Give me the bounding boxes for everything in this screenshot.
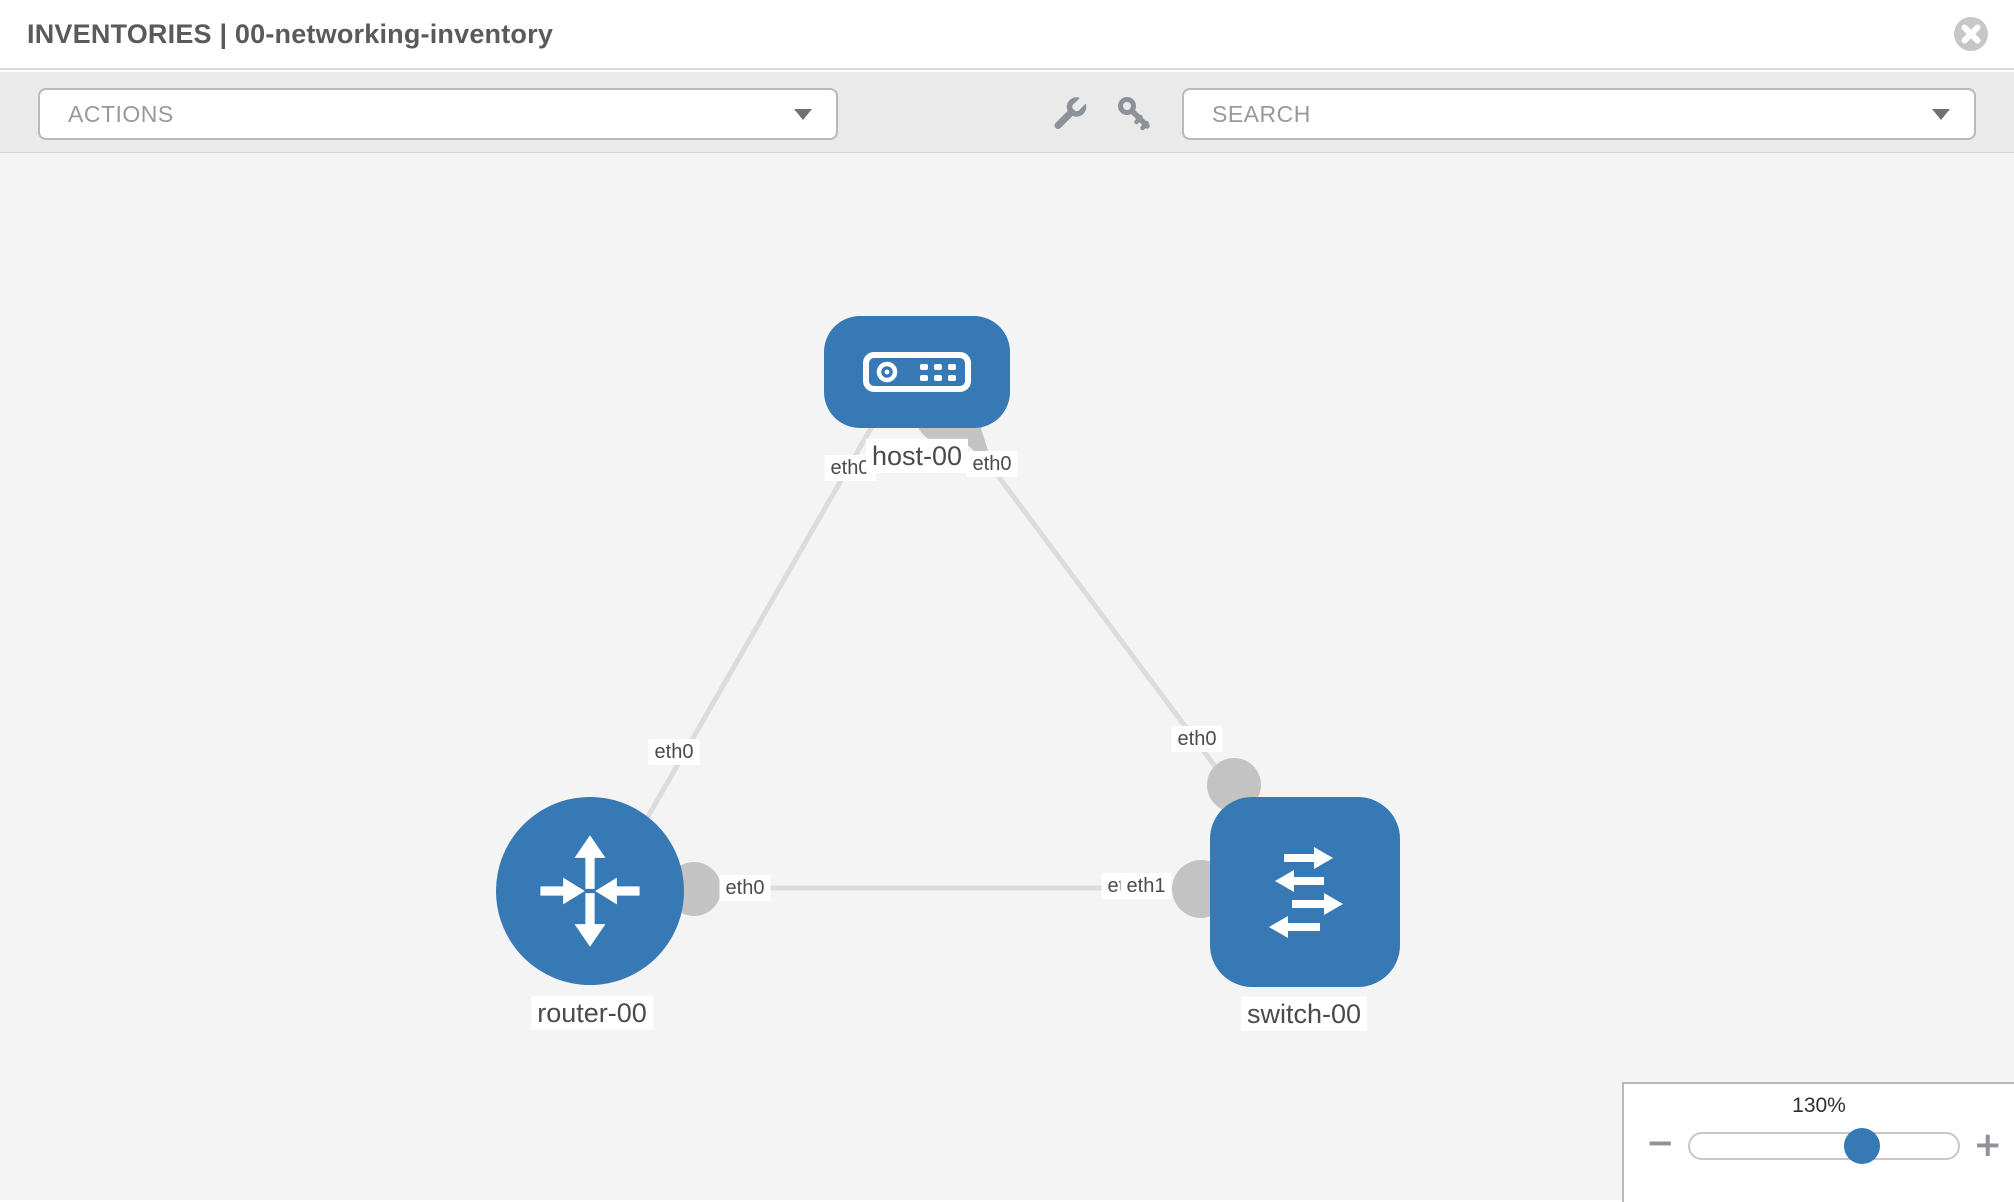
node-label-host: host-00: [865, 438, 969, 474]
node-router-00[interactable]: [496, 797, 684, 985]
zoom-panel: 130% − +: [1622, 1082, 2014, 1202]
zoom-out-button[interactable]: −: [1646, 1123, 1675, 1163]
interface-label-host-left: eth0: [824, 455, 876, 481]
host-icon: [863, 352, 971, 392]
search-placeholder: SEARCH: [1212, 100, 1311, 127]
interface-label-host-switch: eth0: [1171, 726, 1223, 752]
chevron-down-icon: [1932, 108, 1950, 120]
interface-label-host-router: eth0: [648, 739, 700, 765]
interface-label-switch-top: eth1: [1120, 873, 1172, 899]
chevron-down-icon: [794, 108, 812, 120]
close-button[interactable]: [1953, 16, 1989, 52]
node-switch-00[interactable]: [1210, 797, 1400, 987]
configure-button[interactable]: [1052, 95, 1088, 132]
page-title: INVENTORIES | 00-networking-inventory: [27, 19, 554, 49]
search-dropdown[interactable]: SEARCH: [1182, 88, 1976, 140]
zoom-in-button[interactable]: +: [1973, 1125, 2003, 1165]
zoom-slider-thumb[interactable]: [1844, 1128, 1880, 1164]
actions-dropdown-label: ACTIONS: [68, 100, 174, 127]
interface-label-router-right: eth0: [719, 875, 771, 901]
node-label-switch: switch-00: [1240, 996, 1368, 1032]
header: INVENTORIES | 00-networking-inventory: [0, 0, 2014, 70]
node-label-router: router-00: [531, 995, 653, 1031]
topology-canvas[interactable]: host-00 router-00 switch-00 eth0 eth0 et…: [0, 153, 2014, 1202]
node-host-00[interactable]: [824, 316, 1010, 428]
close-icon: [1954, 17, 1988, 51]
zoom-slider-track[interactable]: [1688, 1128, 1960, 1164]
key-icon: [1118, 97, 1150, 131]
switch-icon: [1269, 847, 1343, 938]
credentials-button[interactable]: [1117, 96, 1153, 132]
zoom-level: 130%: [1792, 1094, 1846, 1117]
wrench-icon: [1054, 95, 1088, 129]
toolbar: ACTIONS SEARCH: [0, 72, 2014, 153]
router-icon: [540, 835, 640, 947]
actions-dropdown[interactable]: ACTIONS: [38, 88, 838, 140]
interface-label-host-right: eth0: [966, 451, 1018, 477]
